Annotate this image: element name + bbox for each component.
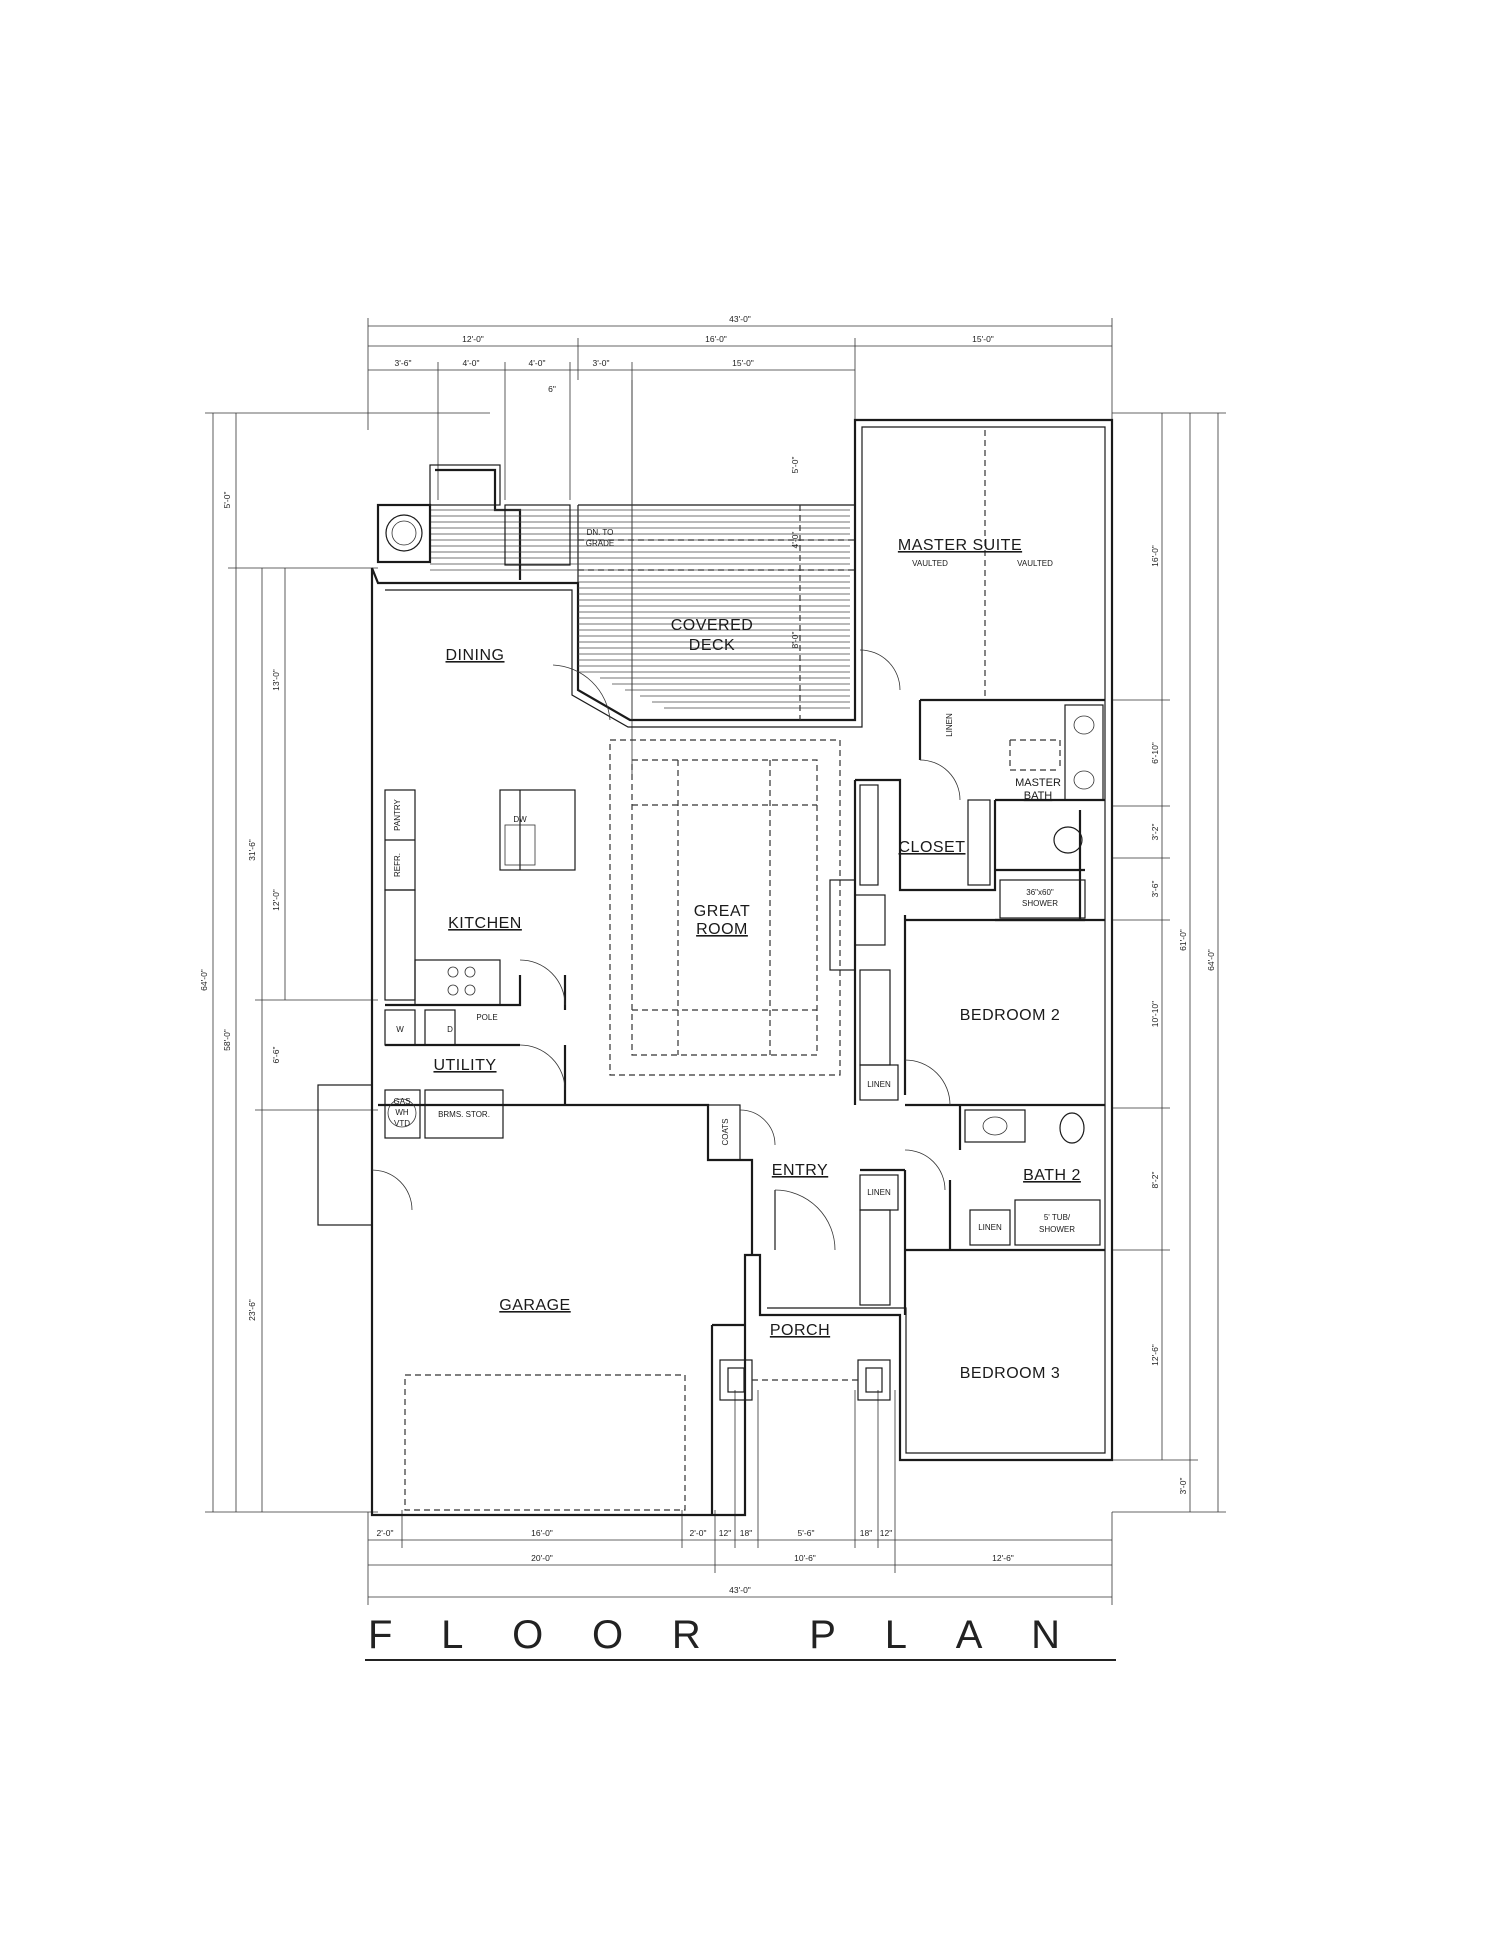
dim-deck-5: 5'-0": [790, 457, 800, 474]
dim-bot2-a: 20'-0": [531, 1553, 553, 1563]
room-label-deck: DECK: [689, 637, 735, 654]
room-label-garage: GARAGE: [499, 1297, 570, 1314]
dim-bot1-e: 18": [740, 1528, 752, 1538]
dim-bot2-b: 10'-6": [794, 1553, 816, 1563]
washer-label: W: [396, 1025, 404, 1034]
room-label-bath-2: BATH 2: [1023, 1167, 1081, 1184]
dim-deck-8: 8'-0": [790, 632, 800, 649]
dimension-lines: [205, 318, 1226, 1605]
dim-left-66: 6'-6": [271, 1047, 281, 1064]
room-label-great: GREAT: [694, 903, 750, 920]
room-label-closet: CLOSET: [898, 839, 965, 856]
dim-right-82: 8'-2": [1150, 1172, 1160, 1189]
gas-wh-label-2: WH: [395, 1108, 409, 1117]
dim-left-31: 31'-6": [247, 839, 257, 861]
dim-right-32: 3'-2": [1150, 824, 1160, 841]
dim-top-b: 16'-0": [705, 334, 727, 344]
room-label-covered: COVERED: [671, 617, 754, 634]
dim-six-in: 6": [548, 384, 556, 394]
dim-top2-d: 3'-0": [593, 358, 610, 368]
dim-left-5: 5'-0": [222, 492, 232, 509]
room-label-kitchen: KITCHEN: [448, 915, 522, 932]
gas-wh-label-3: VTD: [394, 1119, 410, 1128]
pantry-label: PANTRY: [393, 798, 402, 830]
dim-bot1-c: 2'-0": [690, 1528, 707, 1538]
dim-right-64: 64'-0": [1206, 949, 1216, 971]
dim-left-58: 58'-0": [222, 1029, 232, 1051]
dryer-label: D: [447, 1025, 453, 1034]
dn-to-grade-label-2: GRADE: [586, 539, 614, 548]
linen-label-master: LINEN: [945, 713, 954, 737]
tub-label-2: SHOWER: [1039, 1225, 1075, 1234]
dim-right-610: 6'-10": [1150, 742, 1160, 764]
dim-bot1-g: 18": [860, 1528, 872, 1538]
room-label-bedroom-3: BEDROOM 3: [960, 1365, 1061, 1382]
coats-label: COATS: [721, 1119, 730, 1146]
covered-deck: [376, 380, 855, 720]
dim-left-13: 13'-0": [271, 669, 281, 691]
dim-right-61: 61'-0": [1178, 929, 1188, 951]
pole-label: POLE: [476, 1013, 497, 1022]
room-label-master-suite: MASTER SUITE: [898, 537, 1022, 554]
dim-bot2-c: 12'-6": [992, 1553, 1014, 1563]
linen-label-3: LINEN: [978, 1223, 1002, 1232]
gas-wh-label-1: GAS: [394, 1097, 411, 1106]
dim-right-1010: 10'-10": [1150, 1001, 1160, 1027]
vaulted-label-left: VAULTED: [912, 559, 948, 568]
dim-bot1-d: 12": [719, 1528, 731, 1538]
room-label-room: ROOM: [696, 921, 748, 938]
vaulted-label-right: VAULTED: [1017, 559, 1053, 568]
dim-left-23: 23'-6": [247, 1299, 257, 1321]
shower-label-1: 36"x60": [1026, 888, 1054, 897]
dim-top-a: 12'-0": [462, 334, 484, 344]
room-labels: MASTER SUITE VAULTED VAULTED COVERED DEC…: [393, 528, 1081, 1382]
plan-title-block: FLOOR PLAN: [365, 1613, 1116, 1661]
dim-right-30: 3'-0": [1178, 1478, 1188, 1495]
dim-right-16: 16'-0": [1150, 545, 1160, 567]
dim-top2-a: 3'-6": [395, 358, 412, 368]
dim-bot3: 43'-0": [729, 1585, 751, 1595]
plan-title: FLOOR PLAN: [368, 1613, 1088, 1657]
shower-label-2: SHOWER: [1022, 899, 1058, 908]
room-label-entry: ENTRY: [772, 1162, 828, 1179]
dim-bot1-b: 16'-0": [531, 1528, 553, 1538]
dimension-labels: 43'-0" 12'-0" 16'-0" 15'-0" 3'-6" 4'-0" …: [199, 314, 1216, 1595]
dim-bot1-h: 12": [880, 1528, 892, 1538]
walls: [370, 418, 1114, 1517]
dishwasher-label: DW: [513, 815, 527, 824]
tub-label-1: 5' TUB/: [1044, 1213, 1071, 1222]
dn-to-grade-label: DN. TO: [587, 528, 614, 537]
dim-top2-b: 4'-0": [463, 358, 480, 368]
dim-deck-4: 4'-0": [790, 532, 800, 549]
linen-label-1: LINEN: [867, 1080, 891, 1089]
dim-bot1-a: 2'-0": [377, 1528, 394, 1538]
dim-top-c: 15'-0": [972, 334, 994, 344]
room-label-bedroom-2: BEDROOM 2: [960, 1007, 1061, 1024]
dim-top-overall: 43'-0": [729, 314, 751, 324]
room-label-porch: PORCH: [770, 1322, 830, 1339]
linen-label-2: LINEN: [867, 1188, 891, 1197]
kitchen-fixtures: [384, 789, 576, 1006]
dim-top2-e: 15'-0": [732, 358, 754, 368]
dim-left-64: 64'-0": [199, 969, 209, 991]
dim-bot1-f: 5'-6": [798, 1528, 815, 1538]
dim-right-126: 12'-6": [1150, 1344, 1160, 1366]
room-label-utility: UTILITY: [433, 1057, 496, 1074]
refr-label: REFR.: [393, 853, 402, 877]
great-room-ceiling: [609, 739, 886, 1076]
brms-stor-label: BRMS. STOR.: [438, 1110, 490, 1119]
dim-left-12: 12'-0": [271, 889, 281, 911]
room-label-master-bath-1: MASTER: [1015, 777, 1061, 789]
room-label-dining: DINING: [446, 647, 505, 664]
fixtures: [317, 430, 1104, 1511]
dim-right-36: 3'-6": [1150, 881, 1160, 898]
room-label-master-bath-2: BATH: [1024, 790, 1053, 802]
dim-top2-c: 4'-0": [529, 358, 546, 368]
